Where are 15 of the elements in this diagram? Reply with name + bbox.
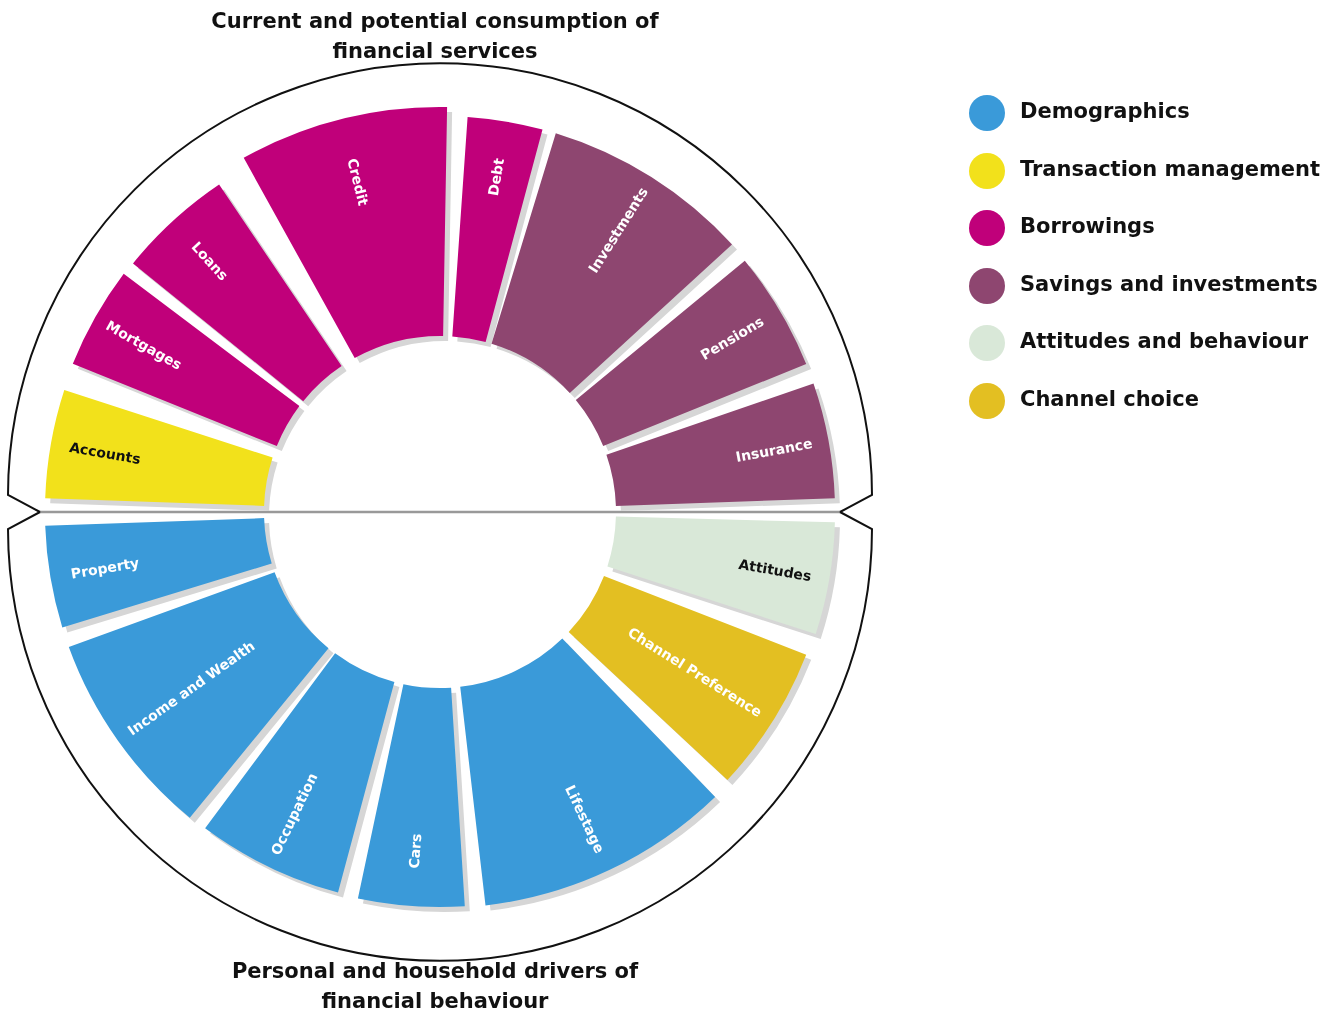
legend-label: Savings and investments [1020, 271, 1318, 296]
section-heading: Current and potential consumption of financial services [210, 8, 660, 65]
section-heading: Personal and household drivers of financial behaviour [230, 958, 640, 1015]
segment-label: Property [69, 554, 140, 582]
legend-label: Channel choice [1020, 386, 1199, 411]
segment-label: Cars [405, 833, 425, 870]
segment-label: Credit [344, 156, 372, 208]
legend-label: Borrowings [1020, 214, 1155, 238]
legend-label: Demographics [1020, 99, 1190, 123]
segment-label: Attitudes [737, 555, 813, 584]
segment-label: Accounts [68, 438, 142, 468]
legend-label: Transaction management [1020, 156, 1321, 181]
legend-label: Attitudes and behaviour [1020, 329, 1309, 353]
segment-label: Insurance [734, 435, 814, 465]
segment-label: Debt [485, 156, 508, 197]
